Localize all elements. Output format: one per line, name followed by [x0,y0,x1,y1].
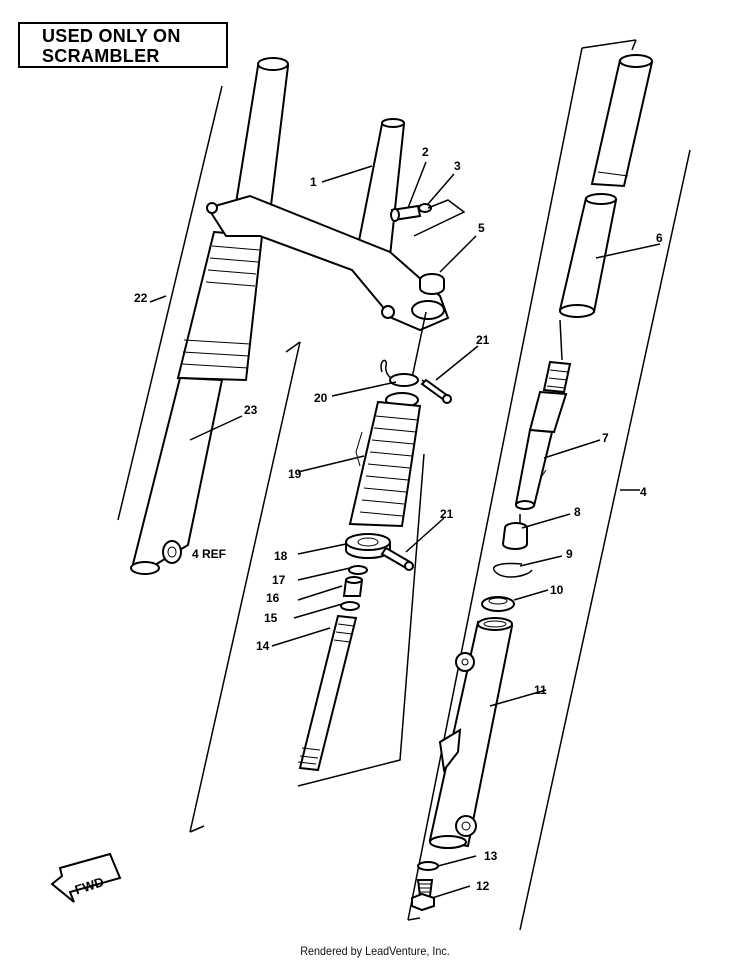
callout-19: 19 [288,467,302,481]
note-line-1: USED ONLY ON [42,26,181,46]
callout-15: 15 [264,611,278,625]
callout-23: 23 [244,403,258,417]
clip-15 [340,601,360,611]
seal-16 [342,576,364,597]
callout-11: 11 [534,683,547,697]
damper-rod-14 [297,614,358,772]
callout-4: 4 [640,485,647,499]
fwd-arrow: FWD [50,852,122,903]
callout-5: 5 [478,221,485,235]
callout-18: 18 [274,549,288,563]
outer-tube-11 [428,617,514,849]
callout-8: 8 [574,505,581,519]
fork-tube-top [257,57,289,71]
callout-7: 7 [602,431,609,445]
callout-21-upper: 21 [476,333,490,347]
callout-20: 20 [314,391,328,405]
callout-10: 10 [550,583,564,597]
callout-9: 9 [566,547,573,561]
fork-tube-pipe [590,54,654,188]
callout-22: 22 [134,291,148,305]
damper-cylinder-7 [514,360,572,510]
render-credit: Rendered by LeadVenture, Inc. [300,944,450,958]
washer-3 [418,203,432,213]
callout-17: 17 [272,573,286,587]
callout-16: 16 [266,591,280,605]
washer-10 [481,596,515,612]
callout-14: 14 [256,639,270,653]
caliper-lug-upper [455,652,475,672]
lower-bracket [206,194,450,332]
callout-21-lower: 21 [440,507,454,521]
left-fork-assembly [117,57,290,575]
callout-1: 1 [310,175,317,189]
callout-3: 3 [454,159,461,173]
dust-boot-19 [348,400,422,528]
oil-seal-8 [501,522,528,550]
fork-spring-6 [558,193,618,318]
triple-clamp-1 [206,118,450,332]
callout-13: 13 [484,849,498,863]
brake-stay [438,728,462,773]
callout-4-ref: 4 REF [192,547,226,561]
washer-13 [417,861,439,871]
fork-cap-5 [419,273,445,295]
callout-2: 2 [422,145,429,159]
circlip-9 [492,562,533,578]
callout-6: 6 [656,231,663,245]
callout-12: 12 [476,879,490,893]
axle-boss [455,815,477,837]
steering-stem [354,123,406,257]
screw-21-lower [380,546,414,571]
scrambler-note: USED ONLY ON SCRAMBLER [18,22,228,68]
note-line-2: SCRAMBLER [42,46,160,66]
drain-bolt-12 [411,879,435,912]
axle-lug [162,540,182,564]
fork-boot-22 [176,230,264,382]
clamp-bolt-2 [390,204,422,222]
screw-21-upper [420,378,452,404]
clamp-bore [411,300,445,320]
slider-bottom [130,561,160,575]
collar-18 [345,533,391,559]
ring-17 [348,565,368,575]
